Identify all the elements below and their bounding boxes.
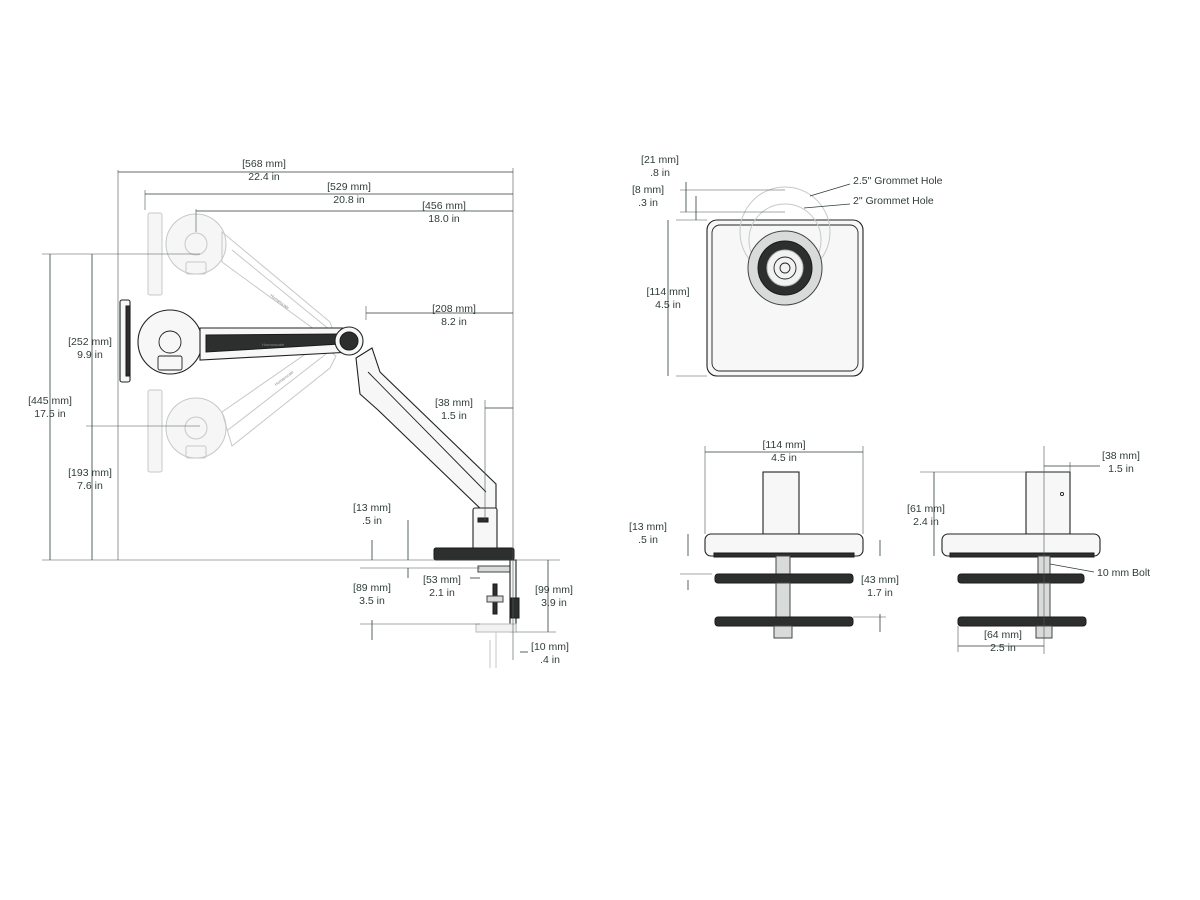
brand-label-main: Humanscale [262, 342, 285, 347]
dim-end-pole-offset-mm: [38 mm] [1102, 450, 1140, 462]
dim-elbow-offset-in: 8.2 in [441, 316, 467, 328]
dim-height-range-mm: [252 mm] [68, 336, 112, 348]
dim-reach-upper-mm: [456 mm] [422, 200, 466, 212]
dim-grommet-range-in: 1.7 in [867, 587, 893, 599]
label-grommet-small: 2" Grommet Hole [853, 195, 934, 207]
dim-clamp-range-mm: [89 mm] [353, 582, 391, 594]
label-grommet-large: 2.5" Grommet Hole [853, 175, 943, 187]
dim-front-thickness-in: .5 in [638, 534, 658, 546]
dim-offset-21-in: .8 in [650, 167, 670, 179]
dim-grommet-range-mm: [43 mm] [861, 574, 899, 586]
dim-reach-middle-in: 20.8 in [333, 194, 365, 206]
dim-pole-height-mm: [61 mm] [907, 503, 945, 515]
top-view [667, 182, 864, 377]
dim-min-height-in: 7.6 in [77, 480, 103, 492]
dim-clamp-depth-in: 2.1 in [429, 587, 455, 599]
dim-offset-8-in: .3 in [638, 197, 658, 209]
side-vertical-dims [42, 253, 560, 653]
dim-plate-offset-mm: [64 mm] [984, 629, 1022, 641]
brand-label-lower: Humanscale [274, 369, 295, 387]
end-view [920, 446, 1101, 654]
dim-pole-height-in: 2.4 in [913, 516, 939, 528]
dim-min-height-mm: [193 mm] [68, 467, 112, 479]
dim-plate-offset-in: 2.5 in [990, 642, 1016, 654]
dim-end-pole-offset-in: 1.5 in [1108, 463, 1134, 475]
dim-overall-width-in: 22.4 in [248, 171, 280, 183]
side-horizontal-dims [117, 168, 514, 660]
front-view [680, 446, 886, 639]
dim-height-range-in: 9.9 in [77, 349, 103, 361]
dim-clamp-plate-mm: [10 mm] [531, 641, 569, 653]
side-view: Humanscale Humanscale Humanscale [28, 158, 573, 668]
arm-main: Humanscale [119, 299, 520, 668]
dim-front-thickness-mm: [13 mm] [629, 521, 667, 533]
dim-base-thickness-in: .5 in [362, 515, 382, 527]
dim-overall-width-mm: [568 mm] [242, 158, 286, 170]
arm-ghost-lower: Humanscale [147, 343, 337, 473]
arm-ghost-upper: Humanscale [147, 212, 342, 352]
dim-offset-21-mm: [21 mm] [641, 154, 679, 166]
dim-front-base-width-mm: [114 mm] [763, 439, 806, 451]
dim-offset-8-mm: [8 mm] [632, 184, 664, 196]
label-bolt: 10 mm Bolt [1097, 567, 1150, 579]
dim-reach-middle-mm: [529 mm] [327, 181, 371, 193]
dim-clamp-plate-in: .4 in [540, 654, 560, 666]
dim-clamp-height-mm: [99 mm] [535, 584, 573, 596]
dim-clamp-depth-mm: [53 mm] [423, 574, 461, 586]
dim-clamp-range-in: 3.5 in [359, 595, 385, 607]
dim-reach-upper-in: 18.0 in [428, 213, 460, 225]
dim-total-height-mm: [445 mm] [28, 395, 72, 407]
dim-base-thickness-mm: [13 mm] [353, 502, 391, 514]
dim-pole-offset-in: 1.5 in [441, 410, 467, 422]
dim-elbow-offset-mm: [208 mm] [432, 303, 476, 315]
dim-clamp-height-in: 3.9 in [541, 597, 567, 609]
dim-base-depth-mm: [114 mm] [647, 286, 690, 298]
dim-total-height-in: 17.5 in [34, 408, 66, 420]
dim-base-depth-in: 4.5 in [655, 299, 681, 311]
dim-pole-offset-mm: [38 mm] [435, 397, 473, 409]
dim-front-base-width-in: 4.5 in [771, 452, 797, 464]
